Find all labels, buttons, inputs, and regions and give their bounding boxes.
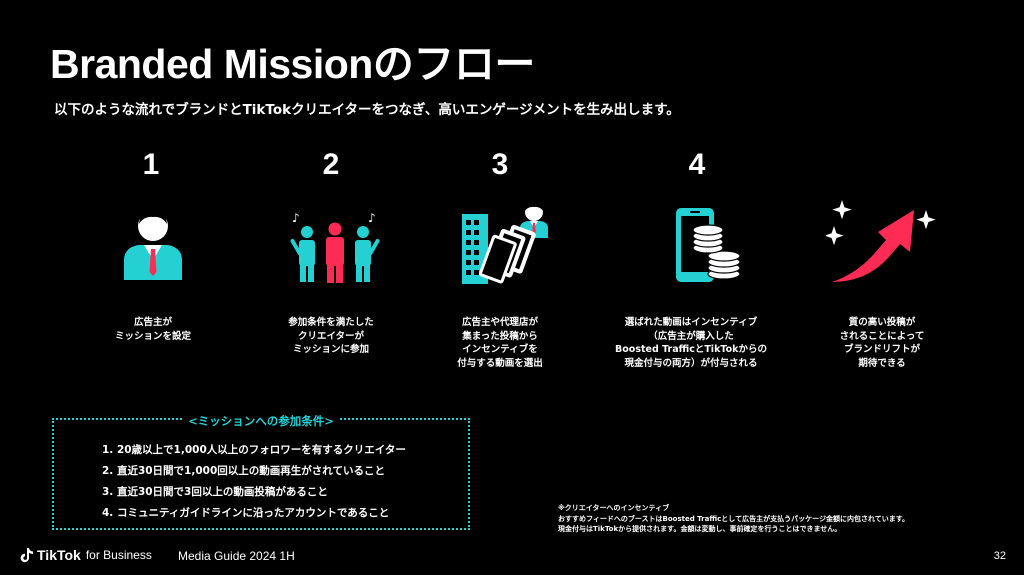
footer-guide-title: Media Guide 2024 1H [178, 549, 295, 563]
page-number: 32 [993, 550, 1006, 562]
conditions-title: <ミッションへの参加条件> [184, 414, 338, 428]
tiktok-note-icon [20, 548, 33, 563]
step-number-1: 1 [142, 148, 160, 181]
creators-group-icon: ♪ ♪ [290, 211, 380, 283]
rising-arrow-sparkles-icon [826, 200, 936, 282]
condition-item: 2. 直近30日間で1,000回以上の動画再生がされていること [102, 465, 385, 477]
participation-conditions-box: <ミッションへの参加条件> 1. 20歳以上で1,000人以上のフォロワーを有す… [52, 414, 470, 530]
condition-item: 4. コミュニティガイドラインに沿ったアカウントであること [102, 507, 390, 519]
conditions-list: 1. 20歳以上で1,000人以上のフォロワーを有するクリエイター 2. 直近3… [102, 440, 406, 524]
building-and-cards-icon [462, 202, 548, 284]
phone-coins-icon [676, 208, 741, 282]
page-title: Branded Missionのフロー [50, 41, 535, 87]
condition-item: 3. 直近30日間で3回以上の動画投稿があること [102, 486, 328, 498]
incentive-note: ※クリエイターへのインセンティブ おすすめフィードへのブーストはBoosted … [558, 503, 909, 535]
footer-brand: TikTok [37, 547, 81, 563]
condition-item: 1. 20歳以上で1,000人以上のフォロワーを有するクリエイター [102, 444, 406, 456]
note-line: ※クリエイターへのインセンティブ [558, 504, 670, 512]
note-line: 現金付与はTikTokから提供されます。金額は変動し、事前確定を行うことはできま… [558, 525, 842, 533]
step-description-5: 質の高い投稿が されることによって ブランドリフトが 期待できる [839, 317, 925, 369]
footer-brand-sub: for Business [85, 548, 152, 562]
step-number-2: 2 [322, 148, 340, 181]
svg-text:♪: ♪ [368, 211, 376, 225]
step-number-3: 3 [491, 148, 509, 181]
note-line: おすすめフィードへのブーストはBoosted Trafficとして広告主が支払う… [558, 514, 910, 523]
svg-text:♪: ♪ [292, 211, 300, 225]
step-description-1: 広告主が ミッションを設定 [114, 317, 191, 342]
step-description-2: 参加条件を満たした クリエイターが ミッションに参加 [288, 317, 374, 355]
step-number-4: 4 [688, 148, 706, 181]
tiktok-for-business-logo: TikTok for Business [20, 547, 152, 563]
page-subtitle: 以下のような流れでブランドとTikTokクリエイターをつなぎ、高いエンゲージメン… [54, 102, 680, 118]
business-person-icon [124, 210, 182, 280]
step-description-4: 選ばれた動画はインセンティブ （広告主が購入した Boosted Traffic… [615, 317, 767, 369]
step-description-3: 広告主や代理店が 集まった投稿から インセンティブを 付与する動画を選出 [457, 317, 543, 369]
